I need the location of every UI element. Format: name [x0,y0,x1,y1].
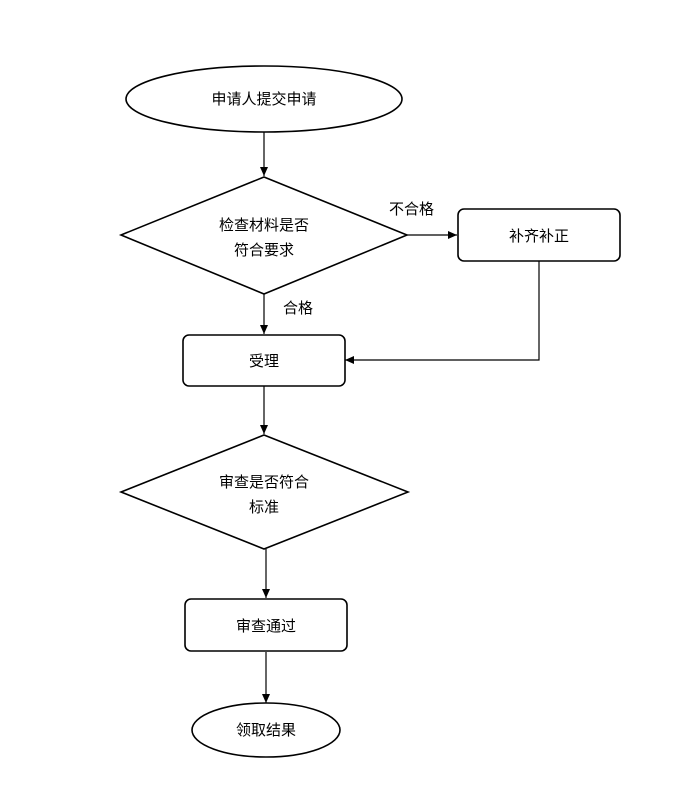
edge-supplement-to-accept [345,261,540,364]
node-passed: 审查通过 [184,598,348,652]
node-review-label-line2: 标准 [249,498,279,516]
edge-label-pass: 合格 [283,299,313,317]
node-passed-label: 审查通过 [236,617,296,635]
node-start-shape [125,65,403,133]
edges [260,132,540,703]
node-accept-shape [182,334,346,387]
node-result-shape [191,702,341,758]
node-review-shape [118,434,411,550]
node-result: 领取结果 [191,702,341,758]
node-supplement-shape [457,208,621,262]
edge-label-fail: 不合格 [389,200,434,218]
node-review: 审查是否符合 标准 [118,434,411,550]
node-start: 申请人提交申请 [125,65,403,133]
node-passed-shape [184,598,348,652]
node-check-shape [118,176,410,295]
node-check: 检查材料是否 符合要求 [118,176,410,295]
node-start-label: 申请人提交申请 [211,90,316,108]
node-accept-label: 受理 [249,352,279,370]
node-supplement: 补齐补正 [457,208,621,262]
node-check-label-line2: 符合要求 [234,241,294,259]
node-supplement-label: 补齐补正 [509,227,569,245]
node-check-label-line1: 检查材料是否 [219,216,309,234]
node-accept: 受理 [182,334,346,387]
node-result-label: 领取结果 [236,721,296,739]
node-review-label-line1: 审查是否符合 [219,473,309,491]
